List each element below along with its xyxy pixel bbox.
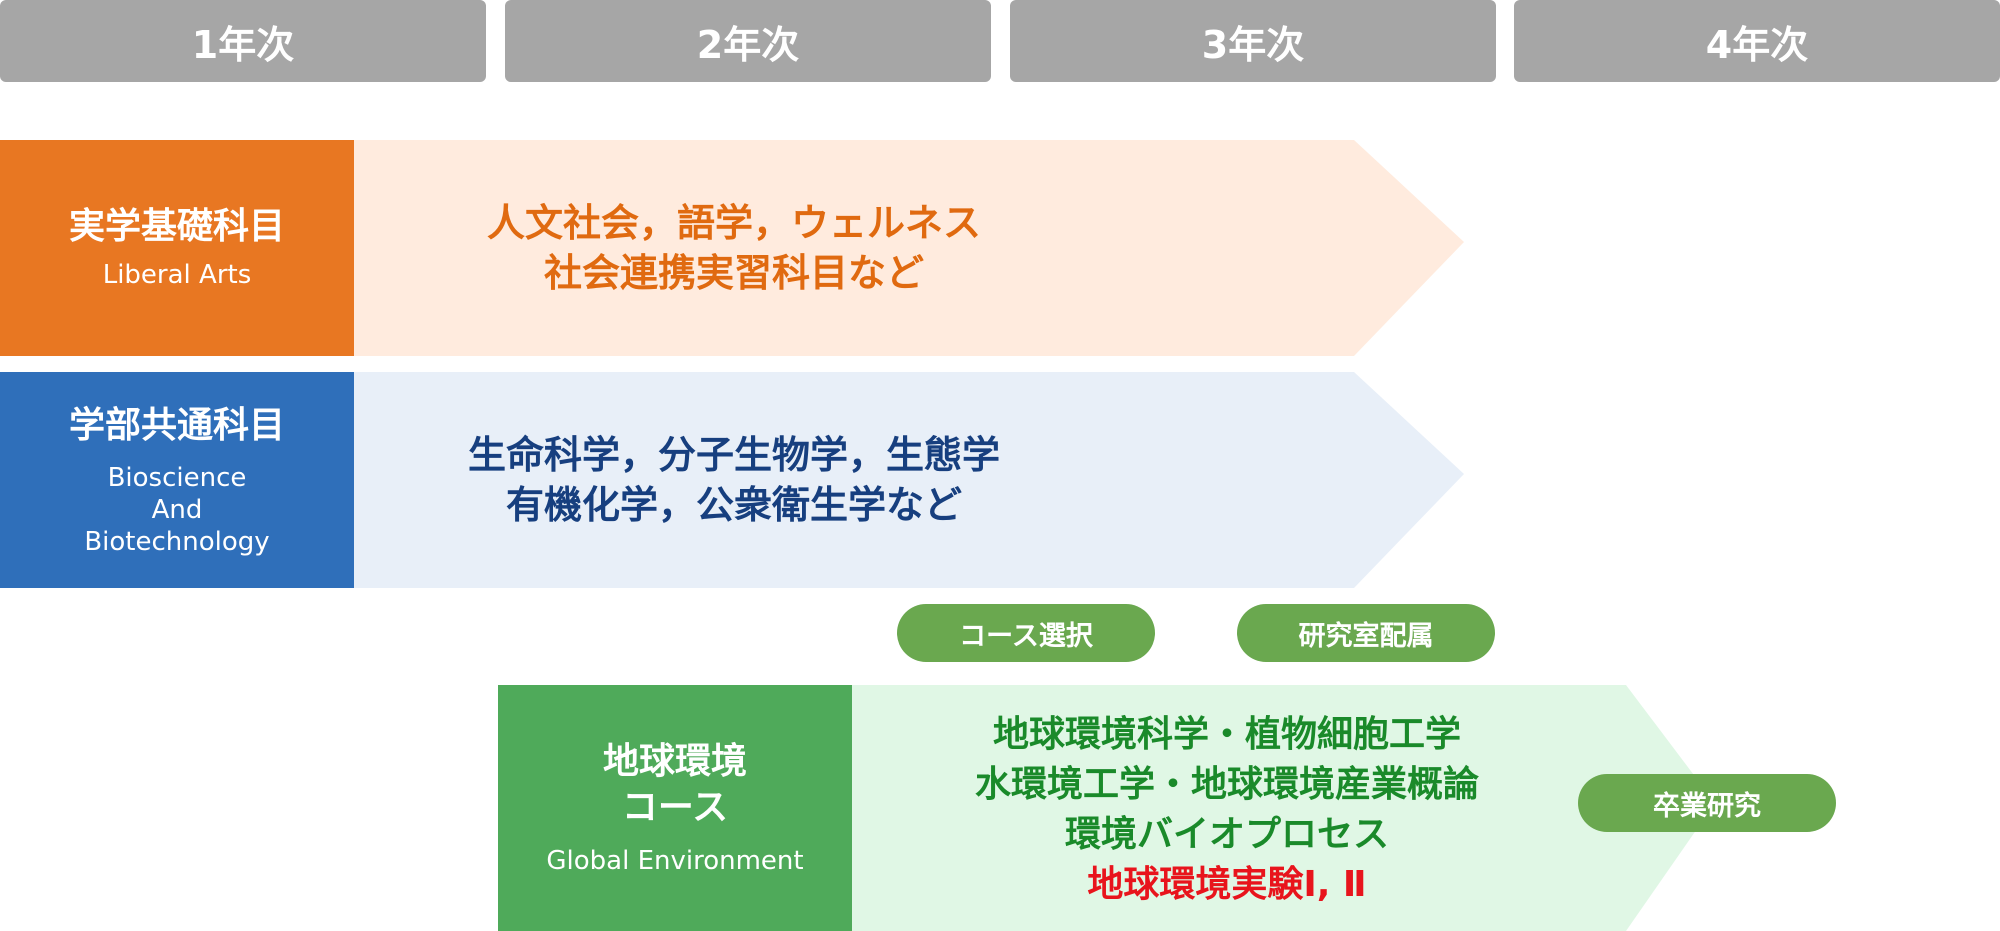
- global-environment-content: 地球環境科学・植物細胞工学 水環境工学・地球環境産業概論 環境バイオプロセス 地…: [852, 705, 1602, 915]
- liberal-arts-label-box: 実学基礎科目 Liberal Arts: [0, 140, 354, 356]
- global-environment-line-3: 環境バイオプロセス: [1064, 814, 1389, 855]
- global-environment-line-1: 地球環境科学・植物細胞工学: [992, 714, 1461, 755]
- liberal-arts-content: 人文社会，語学，ウェルネス 社会連携実習科目など: [354, 140, 1114, 356]
- bioscience-title: 学部共通科目: [68, 404, 285, 446]
- liberal-arts-line-2: 社会連携実習科目など: [543, 251, 924, 295]
- global-environment-arrow: [852, 685, 1715, 931]
- course-selection-pill: コース選択: [897, 604, 1155, 662]
- bioscience-content: 生命科学，分子生物学，生態学 有機化学，公衆衛生学など: [354, 372, 1114, 588]
- global-environment-band: [852, 685, 1715, 931]
- year-3-header: 3年次: [1010, 0, 1496, 82]
- global-environment-line-2: 水環境工学・地球環境産業概論: [974, 764, 1479, 805]
- liberal-arts-arrow: [354, 140, 1464, 356]
- liberal-arts-line-1: 人文社会，語学，ウェルネス: [486, 201, 981, 245]
- bioscience-line-1: 生命科学，分子生物学，生態学: [467, 433, 1000, 477]
- year-4-header: 4年次: [1514, 0, 2000, 82]
- bioscience-line-2: 有機化学，公衆衛生学など: [505, 483, 962, 527]
- liberal-arts-subtitle: Liberal Arts: [102, 260, 252, 291]
- global-environment-subtitle: Global Environment: [546, 845, 804, 876]
- global-environment-title-line-1: 地球環境: [602, 740, 747, 782]
- global-environment-label-box: 地球環境 コース Global Environment: [498, 685, 852, 931]
- liberal-arts-band: [354, 140, 1464, 356]
- bioscience-label-box: 学部共通科目 Bioscience And Biotechnology: [0, 372, 354, 588]
- global-environment-highlight: 地球環境実験Ⅰ, Ⅱ: [1087, 864, 1367, 905]
- bioscience-subtitle-line-1: Bioscience: [107, 462, 247, 493]
- graduation-research-pill: 卒業研究: [1578, 774, 1836, 832]
- global-environment-title: 地球環境 コース: [603, 739, 747, 831]
- year-1-header: 1年次: [0, 0, 486, 82]
- bioscience-subtitle: Bioscience And Biotechnology: [84, 462, 269, 558]
- bioscience-subtitle-line-2: And: [151, 494, 203, 525]
- liberal-arts-title: 実学基礎科目: [68, 206, 285, 248]
- lab-assignment-pill: 研究室配属: [1237, 604, 1495, 662]
- bioscience-band: [354, 372, 1464, 588]
- global-environment-title-line-2: コース: [621, 786, 729, 828]
- bioscience-subtitle-line-3: Biotechnology: [84, 526, 270, 557]
- bioscience-arrow: [354, 372, 1464, 588]
- year-2-header: 2年次: [505, 0, 991, 82]
